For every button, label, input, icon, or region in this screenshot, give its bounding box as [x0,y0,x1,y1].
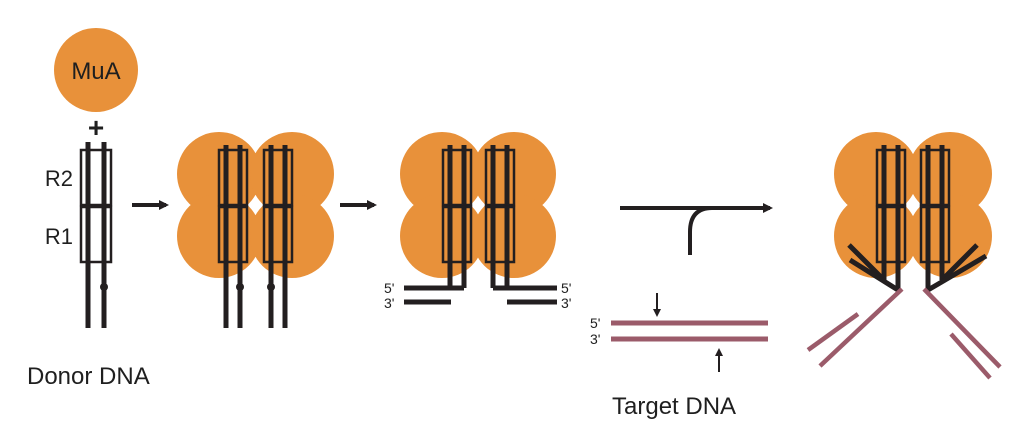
target-capture-curve [688,206,713,255]
r1-label: R1 [45,224,73,249]
step-complex [177,132,334,328]
r2-label: R2 [45,166,73,191]
r1-site [79,205,113,264]
mua-tetramer [400,132,556,278]
donor-dna [79,142,113,328]
target-five-prime: 5' [590,315,600,331]
step-donor: MuA + R2 R1 Donor DNA [27,28,150,390]
paired-donor-ends [217,145,294,328]
mua-protein [54,28,138,112]
five-prime-right: 5' [561,280,571,296]
step-target-capture: 5' 3' Target DNA [590,203,773,420]
cleaved-donor-ends [404,145,557,305]
mua-tetramer [177,132,334,278]
step-cleaved: 5' 3' 5' 3' [384,132,571,311]
target-dna [611,320,768,342]
r2-site [79,148,113,207]
mua-label: MuA [71,58,120,85]
three-prime-left: 3' [384,295,394,311]
plus-sign: + [88,112,104,143]
donor-dna-label: Donor DNA [27,363,150,390]
step-strand-transfer [806,132,1002,380]
nick-dot [100,283,108,291]
split-target-dna [806,287,1002,380]
five-prime-left: 5' [384,280,394,296]
three-prime-right: 3' [561,295,571,311]
joined-donor-ends [847,145,988,293]
target-three-prime: 3' [590,331,600,347]
target-dna-label: Target DNA [612,393,736,420]
